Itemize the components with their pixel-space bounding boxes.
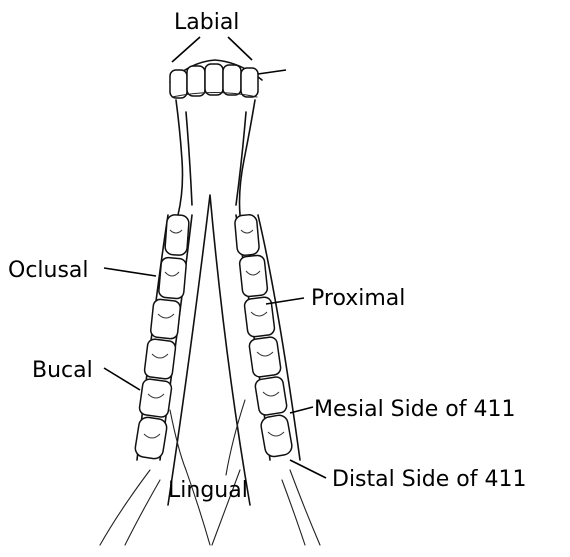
incisor-tooth (205, 64, 223, 95)
label-bucal: Bucal (32, 358, 93, 383)
incisor-tooth (170, 70, 187, 98)
distal-leader (290, 460, 326, 478)
labial-leader-left (172, 37, 200, 62)
left-molar-column (134, 214, 192, 460)
label-lingual: Lingual (168, 478, 248, 503)
label-labial: Labial (174, 10, 239, 35)
bucal-leader (104, 368, 140, 390)
label-proximal: Proximal (311, 286, 405, 311)
tooth (144, 338, 176, 379)
oclusal-leader (104, 268, 156, 276)
incisor-tooth (223, 65, 241, 95)
incisor-tooth (187, 66, 205, 96)
tooth (234, 214, 259, 256)
incisor-pointer (258, 70, 286, 74)
tooth (150, 299, 181, 340)
right-molar-column (234, 214, 300, 460)
label-oclusal: Oclusal (8, 258, 89, 283)
label-distal: Distal Side of 411 (332, 467, 527, 492)
tooth (165, 214, 190, 255)
tooth (158, 257, 186, 299)
leader-lines (104, 37, 326, 478)
proximal-leader (266, 298, 304, 304)
labial-leader-right (228, 37, 252, 60)
label-mesial: Mesial Side of 411 (314, 397, 515, 422)
tooth (239, 255, 268, 297)
tooth (248, 336, 281, 378)
incisor-row (170, 60, 262, 98)
incisor-tooth (241, 68, 258, 97)
